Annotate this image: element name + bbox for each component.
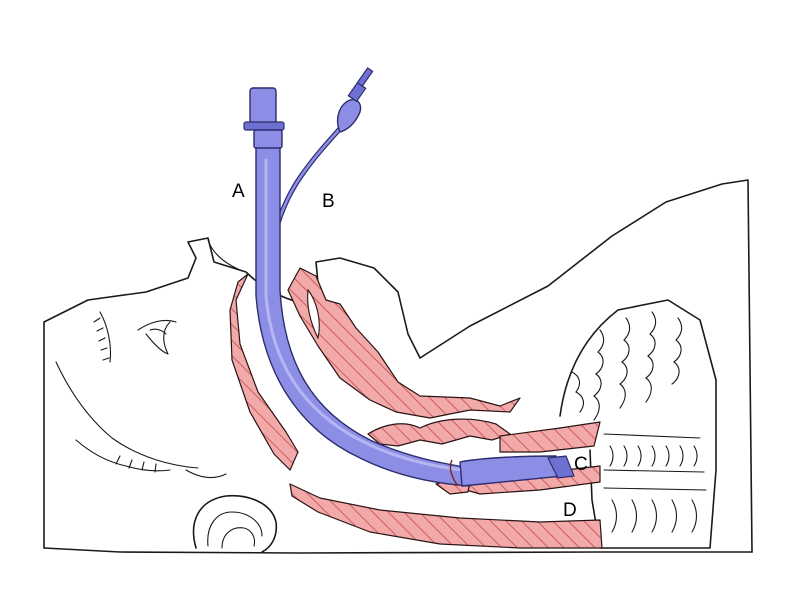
anterior-tissue [229,273,299,471]
tongue-palate [287,267,521,419]
jaw-lines [55,361,227,479]
nose-line [207,239,241,271]
eye [93,311,177,363]
tube-tip [547,455,575,479]
upper-band [499,421,601,453]
label-b: B [322,191,335,212]
head-outline [43,179,753,554]
label-a: A [232,181,245,202]
tube-connector [249,87,277,125]
trachea-rings [559,299,717,549]
posterior-wall [289,483,603,549]
label-c: C [574,454,588,475]
ear [192,494,278,553]
airway-tissue [229,267,603,549]
pilot-balloon [336,98,362,133]
endotracheal-tube [243,67,575,487]
face-profile [43,179,753,553]
label-d: D [563,500,577,521]
epiglottis [367,418,511,447]
base-line [43,547,753,554]
